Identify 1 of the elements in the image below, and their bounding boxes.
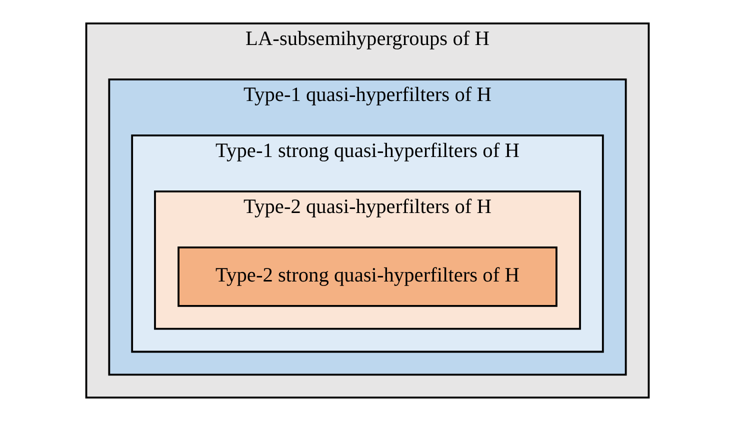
node-box: Type-2 strong quasi-hyperfilters of H bbox=[178, 246, 558, 307]
